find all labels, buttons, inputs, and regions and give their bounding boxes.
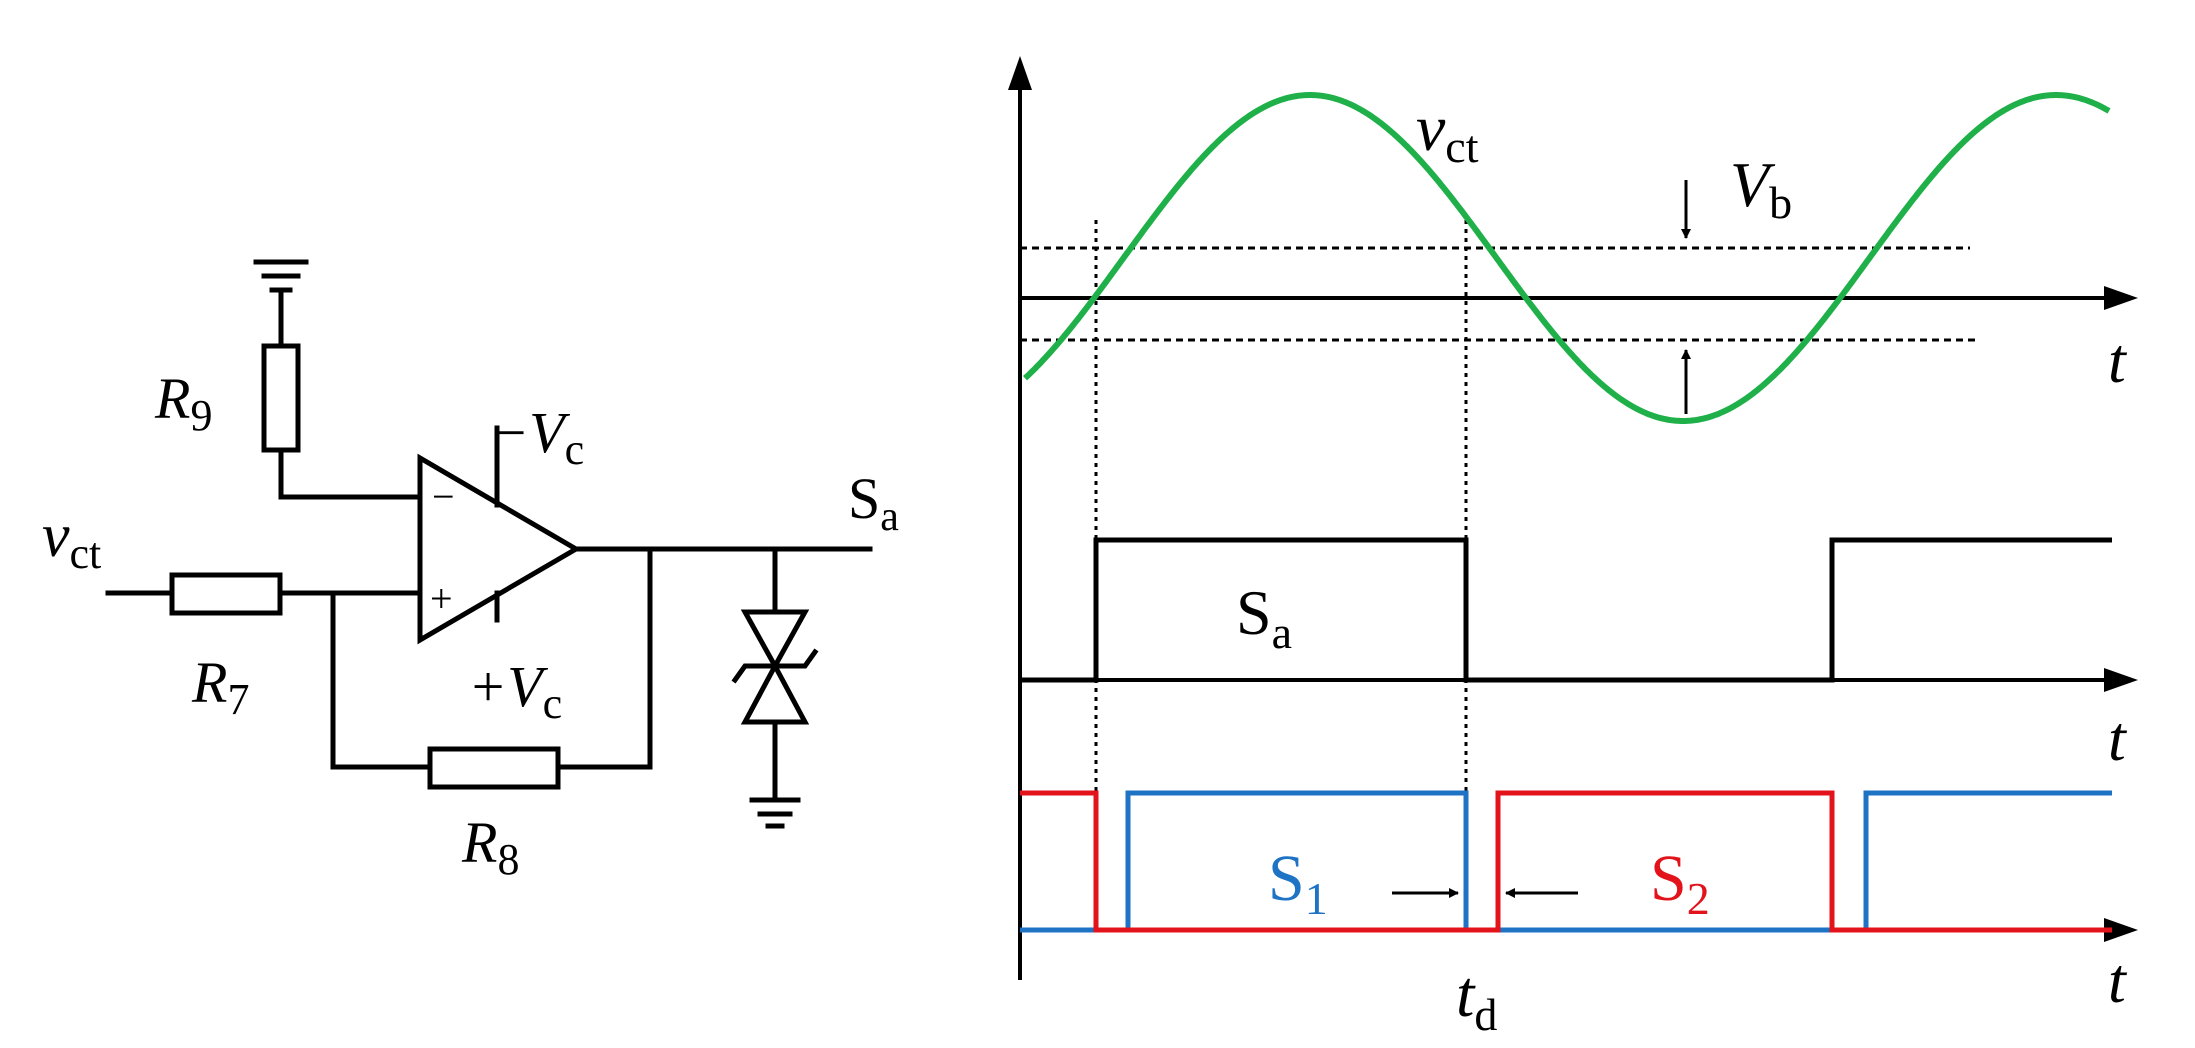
time-axis-2-arrow [2104, 668, 2138, 692]
carrier-sine-vct [1022, 92, 2111, 424]
sa-square-wave [1020, 537, 2112, 683]
vertical-axis-arrow [1008, 56, 1032, 90]
resistor-r8 [427, 746, 561, 790]
label-sa-wave: Sa [1236, 577, 1292, 658]
time-label-2: t [2108, 703, 2128, 774]
time-label-1: t [2108, 325, 2128, 396]
label-neg-supply: −Vc [490, 400, 584, 474]
ground-symbol-top [253, 259, 309, 349]
label-deadtime-td: td [1456, 958, 1497, 1040]
opamp-minus-sign: − [432, 474, 455, 519]
time-axis-3-arrow [2104, 918, 2138, 942]
s1-gate-signal [1020, 790, 2112, 933]
wire-feedback [330, 590, 433, 770]
resistor-r7 [169, 572, 283, 616]
circuit-labels: R9 R7 R8 vct Sa −Vc +Vc − + [42, 366, 899, 884]
label-s1: S1 [1268, 842, 1328, 924]
label-carrier-vct: vct [1416, 92, 1479, 172]
s2-gate-signal [1020, 790, 2112, 933]
label-r9: R9 [154, 366, 212, 440]
label-output-sa: Sa [848, 466, 899, 540]
time-axis-1-arrow [2104, 286, 2138, 310]
ground-symbol-bottom [749, 797, 801, 829]
wire-feedback-return [555, 546, 653, 770]
resistor-r9 [261, 343, 301, 453]
label-r7: R7 [191, 650, 249, 724]
label-pos-supply: +Vc [468, 654, 562, 728]
label-r8: R8 [461, 810, 519, 884]
label-band-vb: Vb [1730, 149, 1792, 228]
label-input-vct: vct [42, 502, 101, 578]
label-s2: S2 [1650, 842, 1710, 924]
opamp-plus-sign: + [430, 576, 453, 621]
tvs-diode [731, 609, 819, 725]
time-label-3: t [2108, 945, 2128, 1016]
comparator-circuit [105, 259, 873, 829]
waveform-panel: t t t vct Vb Sa S1 S2 td [1008, 56, 2138, 1040]
wire-r9-to-minus [278, 447, 423, 500]
